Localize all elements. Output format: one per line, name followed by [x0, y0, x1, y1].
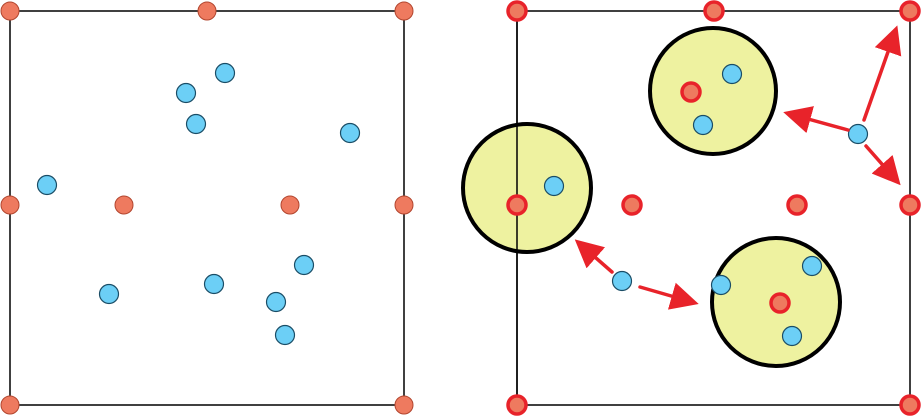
arrows — [574, 25, 902, 310]
arrow — [862, 25, 902, 122]
blue-point — [710, 274, 732, 296]
blue-point — [293, 254, 315, 276]
clusters — [461, 26, 842, 368]
left-orange-points — [0, 1, 414, 415]
orange-point — [0, 195, 20, 215]
blue-point — [339, 122, 361, 144]
blue-point — [36, 174, 58, 196]
orange-point — [394, 395, 414, 415]
blue-point — [721, 63, 743, 85]
orange-point — [0, 1, 20, 21]
highlighted-point — [786, 194, 808, 216]
highlighted-point — [899, 394, 921, 416]
orange-point — [0, 395, 20, 415]
highlighted-point — [703, 0, 725, 22]
blue-point — [274, 324, 296, 346]
blue-point — [692, 114, 714, 136]
blue-point — [801, 255, 823, 277]
highlighted-point — [680, 81, 702, 103]
highlighted-point — [506, 0, 528, 22]
orange-point — [394, 195, 414, 215]
highlighted-point — [899, 0, 921, 22]
blue-point — [847, 123, 869, 145]
right-panel — [461, 0, 921, 416]
left-frame — [9, 10, 405, 406]
blue-point — [611, 270, 633, 292]
right-highlighted-points — [506, 0, 921, 416]
arrow — [864, 144, 901, 186]
orange-point — [197, 1, 217, 21]
blue-point — [543, 175, 565, 197]
highlighted-point — [621, 194, 643, 216]
blue-point — [185, 113, 207, 135]
blue-point — [265, 291, 287, 313]
blue-point — [203, 273, 225, 295]
orange-point — [394, 1, 414, 21]
blue-point — [175, 82, 197, 104]
cluster-circle — [648, 26, 778, 156]
arrow — [574, 239, 614, 274]
blue-point — [781, 325, 803, 347]
highlighted-point — [506, 194, 528, 216]
right-blue-points — [543, 63, 869, 347]
cluster-circle — [461, 122, 593, 254]
left-blue-points — [36, 62, 361, 346]
left-panel — [0, 1, 414, 415]
highlighted-point — [769, 292, 791, 314]
orange-point — [280, 195, 300, 215]
blue-point — [98, 283, 120, 305]
highlighted-point — [899, 194, 921, 216]
arrow — [638, 282, 699, 310]
arrow — [783, 106, 850, 134]
orange-point — [114, 195, 134, 215]
highlighted-point — [506, 394, 528, 416]
blue-point — [214, 62, 236, 84]
